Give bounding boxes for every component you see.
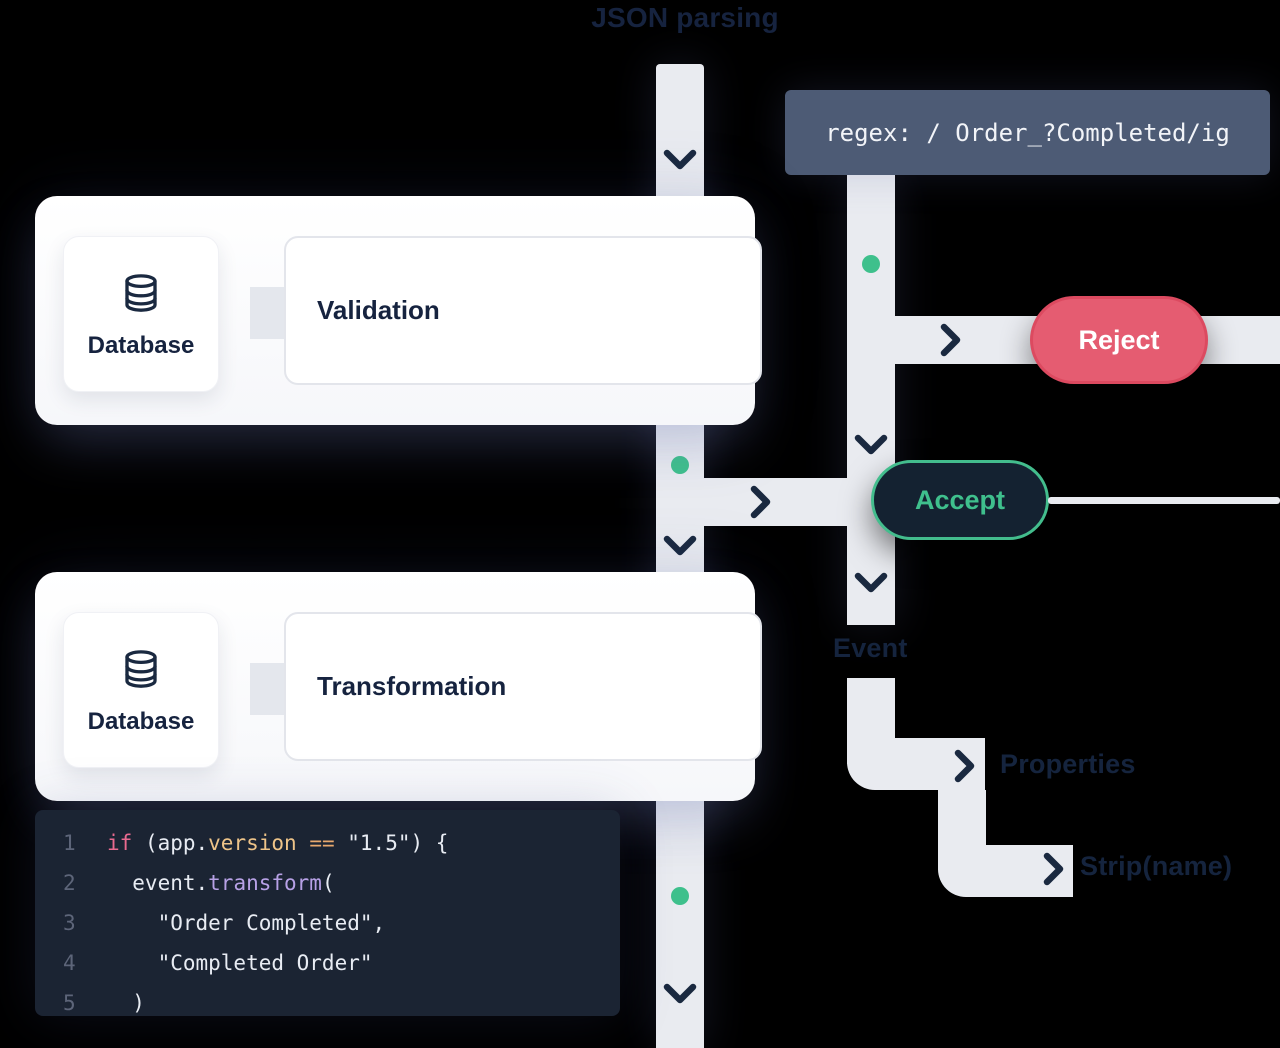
code-line: 5 ) [35, 983, 620, 1023]
chevron-right-icon [940, 323, 961, 357]
code-line: 1 if (app.version == "1.5") { [35, 823, 620, 863]
chevron-down-icon [663, 149, 697, 170]
chevron-down-icon [854, 434, 888, 455]
code-line: 3 "Order Completed", [35, 903, 620, 943]
code-text: event.transform( [107, 871, 335, 895]
database-icon [125, 274, 157, 312]
strip-name-label: Strip(name) [1080, 851, 1233, 881]
line-number: 1 [63, 831, 76, 855]
database-label: Database [87, 332, 195, 359]
code-line: 2 event.transform( [35, 863, 620, 903]
strip-elbow-horizontal [938, 845, 1073, 897]
code-snippet: 1 if (app.version == "1.5") { 2 event.tran… [35, 810, 620, 1016]
event-label: Event [833, 633, 908, 663]
regex-flow-band [847, 175, 895, 625]
chevron-right-icon [1043, 852, 1064, 886]
database-source-card[interactable]: Database [63, 236, 219, 392]
reject-button-label: Reject [1078, 324, 1160, 355]
code-text: "Order Completed", [107, 911, 386, 935]
line-number: 3 [63, 911, 76, 935]
regex-text: regex: / Order_?Completed/ig [825, 118, 1230, 147]
headline-json-parsing: JSON parsing [591, 2, 779, 33]
validation-step-card[interactable]: Validation [284, 236, 762, 385]
validation-node-card[interactable]: Database Validation [35, 196, 762, 425]
validation-step-label: Validation [317, 295, 440, 325]
reject-button[interactable]: Reject [1030, 296, 1208, 384]
line-number: 4 [63, 951, 76, 975]
node-connector [250, 663, 286, 715]
event-dot [862, 255, 880, 273]
properties-elbow-horizontal [847, 738, 985, 790]
code-text: "Completed Order" [107, 951, 373, 975]
database-source-card[interactable]: Database [63, 612, 219, 768]
chevron-right-icon [750, 485, 771, 519]
node-connector [250, 287, 286, 339]
code-text: ) [107, 991, 145, 1015]
event-dot [671, 456, 689, 474]
code-line: 4 "Completed Order" [35, 943, 620, 983]
transformation-step-card[interactable]: Transformation [284, 612, 762, 761]
accept-button[interactable]: Accept [871, 460, 1049, 540]
transformation-node-card[interactable]: Database Transformation [35, 572, 762, 801]
chevron-down-icon [663, 535, 697, 556]
chevron-down-icon [663, 983, 697, 1004]
line-number: 5 [63, 991, 76, 1015]
line-number: 2 [63, 871, 76, 895]
transformation-step-label: Transformation [317, 671, 507, 701]
code-text: if (app.version == "1.5") { [107, 831, 449, 855]
properties-label: Properties [1000, 749, 1136, 779]
database-icon [125, 650, 157, 688]
chevron-down-icon [854, 572, 888, 593]
database-label: Database [87, 708, 195, 735]
regex-chip: regex: / Order_?Completed/ig [785, 90, 1270, 175]
event-dot [671, 887, 689, 905]
accept-button-label: Accept [914, 484, 1006, 515]
code-lines: 1 if (app.version == "1.5") { 2 event.tran… [35, 823, 620, 1023]
accept-output-line [1048, 497, 1280, 504]
chevron-right-icon [954, 749, 975, 783]
